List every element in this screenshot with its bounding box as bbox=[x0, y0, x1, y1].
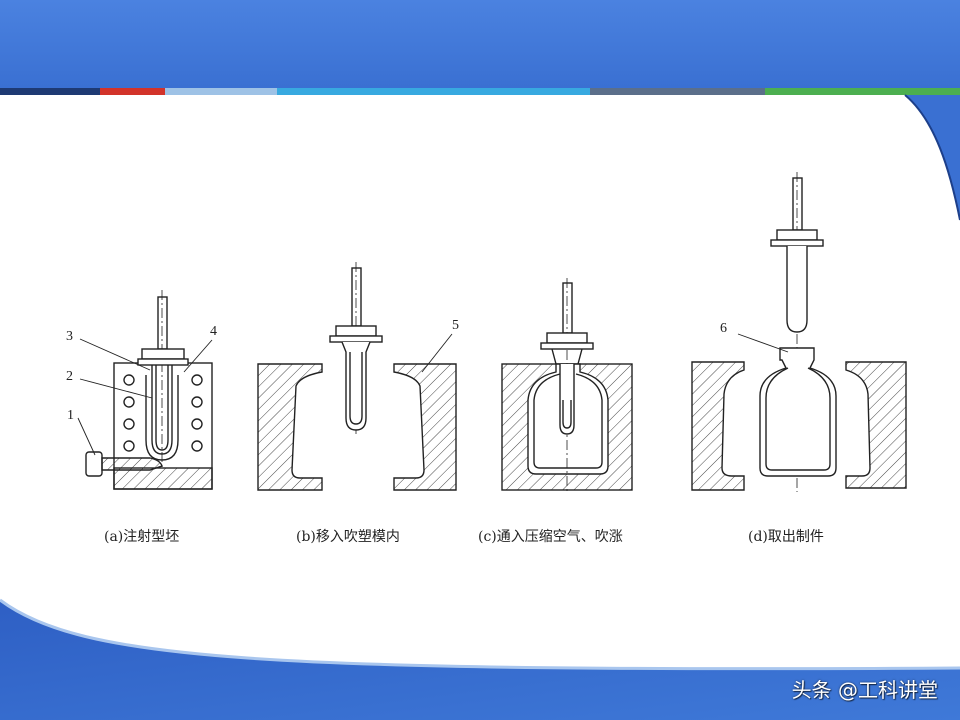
bar-seg-lightblue bbox=[165, 88, 277, 95]
bar-seg-green bbox=[765, 88, 960, 95]
stage-b-drawing bbox=[257, 262, 457, 491]
part-label-3: 3 bbox=[66, 329, 73, 344]
stage-a-drawing bbox=[77, 290, 213, 490]
bottom-swoosh bbox=[0, 600, 960, 720]
caption-a: (a)注射型坯 bbox=[104, 529, 180, 545]
caption-b: (b)移入吹塑模内 bbox=[296, 529, 400, 545]
part-label-1: 1 bbox=[67, 408, 74, 423]
caption-d: (d)取出制件 bbox=[748, 529, 824, 545]
part-label-6: 6 bbox=[720, 321, 727, 336]
stage-d-drawing bbox=[691, 172, 907, 492]
bottom-swoosh-edge bbox=[0, 598, 960, 671]
part-label-5: 5 bbox=[452, 318, 459, 333]
part-label-2: 2 bbox=[66, 369, 73, 384]
header-band bbox=[0, 0, 960, 88]
right-border-curve bbox=[905, 95, 960, 220]
caption-c: (c)通入压缩空气、吹涨 bbox=[478, 529, 623, 545]
right-border-line bbox=[904, 94, 960, 221]
bar-seg-red bbox=[100, 88, 165, 95]
watermark-text: 头条 @工科讲堂 bbox=[791, 678, 938, 702]
bar-seg-navy bbox=[0, 88, 100, 95]
stage-c-drawing bbox=[501, 278, 633, 492]
part-label-4: 4 bbox=[210, 324, 217, 339]
bar-seg-cyan bbox=[277, 88, 590, 95]
bar-seg-gray bbox=[590, 88, 765, 95]
